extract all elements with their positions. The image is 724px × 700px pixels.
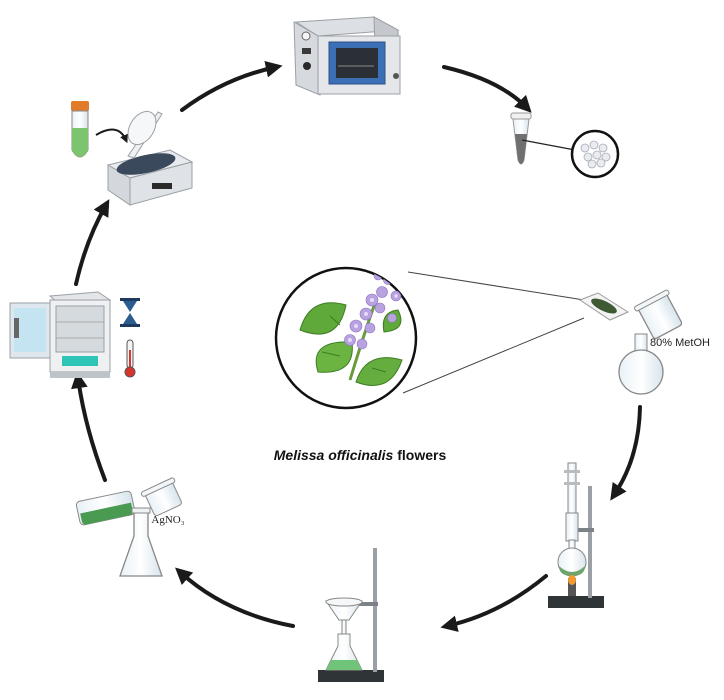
incubator-icon [9, 291, 112, 378]
arrow-soxhlet-to-filter [440, 574, 548, 632]
transfer-arrow [95, 128, 128, 144]
beaker-icon [634, 289, 683, 339]
arrow-erlenmeyer-to-incubator [71, 371, 107, 482]
solvent-label: 80% MetOH [650, 337, 710, 349]
erlenmeyer-flask-icon [75, 477, 182, 577]
cycle-arrows [71, 60, 642, 632]
caption-suffix: flowers [393, 447, 447, 463]
microtube-icon [510, 112, 532, 165]
caption-species: Melissa officinalis [273, 447, 394, 463]
arrow-oven-to-tube [442, 65, 532, 113]
round-flask-icon [618, 333, 664, 395]
arrow-filter-to-erlenmeyer [175, 567, 295, 628]
centrifuge-icon [106, 110, 194, 206]
thermometer-icon [124, 339, 136, 378]
powder-dish-icon [578, 292, 630, 321]
arrow-centrifuge-to-oven [180, 60, 283, 112]
reagent-label: AgNO₃ [151, 514, 185, 526]
plant-inset-icon [274, 266, 418, 410]
plant-caption: Melissa officinalis flowers [250, 447, 470, 463]
soxhlet-icon [548, 462, 604, 608]
hourglass-icon [120, 298, 140, 327]
arrow-incubator-to-centrifuge [74, 199, 110, 286]
falcon-tube-icon [71, 101, 89, 158]
nanoparticle-inset-icon [570, 129, 620, 179]
oven-icon [293, 16, 401, 96]
filtration-stand-icon [318, 548, 384, 682]
arrow-flask-to-soxhlet [610, 405, 642, 501]
